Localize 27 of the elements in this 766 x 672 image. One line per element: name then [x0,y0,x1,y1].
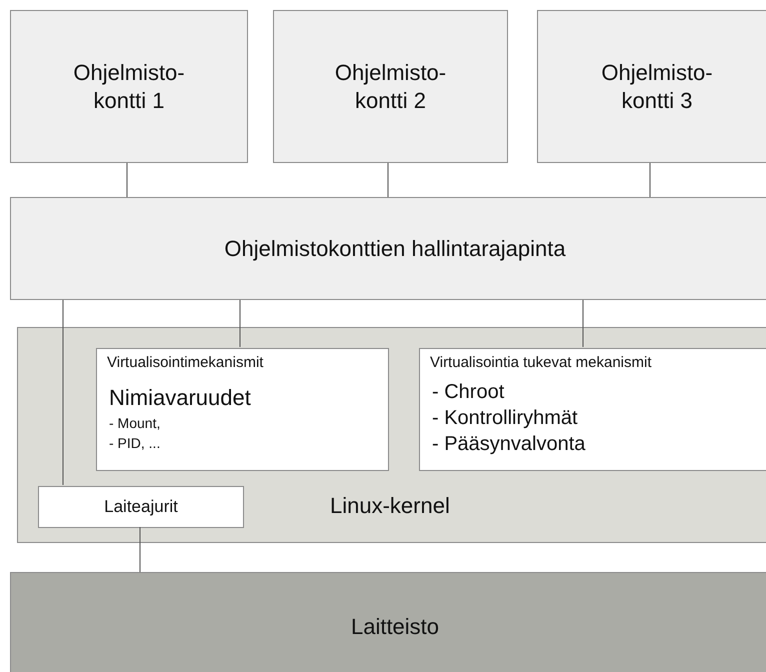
list-item: - Kontrolliryhmät [432,406,579,431]
list-item: - Pääsynvalvonta [432,432,586,457]
container-box [273,10,508,163]
box-label: Ohjelmisto-kontti 2 [334,59,448,114]
box-label: Ohjelmisto-kontti 3 [600,59,714,114]
box-label: Laitteisto [350,613,440,641]
group-heading: Virtualisointia tukevat mekanismit [430,354,652,371]
box-label: Laiteajurit [104,496,178,518]
layer-label: Linux-kernel [330,493,450,519]
list-item: - PID, ... [109,434,162,453]
mechanism-box [419,348,766,471]
mechanism-box [96,348,389,471]
list-item: Nimiavaruudet [109,384,251,412]
container-box [10,10,248,163]
driver-box [38,486,244,528]
kernel-panel [17,327,766,543]
connector-line [62,300,64,486]
box-label: Ohjelmistokonttien hallintarajapinta [224,234,566,262]
container-box [537,10,766,163]
hardware-panel [10,572,766,672]
connector-line [126,162,128,198]
interface-box [10,197,766,300]
list-item: - Chroot [432,380,506,405]
connector-line [582,300,584,348]
group-heading: Virtualisointimekanismit [107,354,264,371]
box-label: Ohjelmisto-kontti 1 [72,59,186,114]
list-item: - Mount, [109,414,162,433]
